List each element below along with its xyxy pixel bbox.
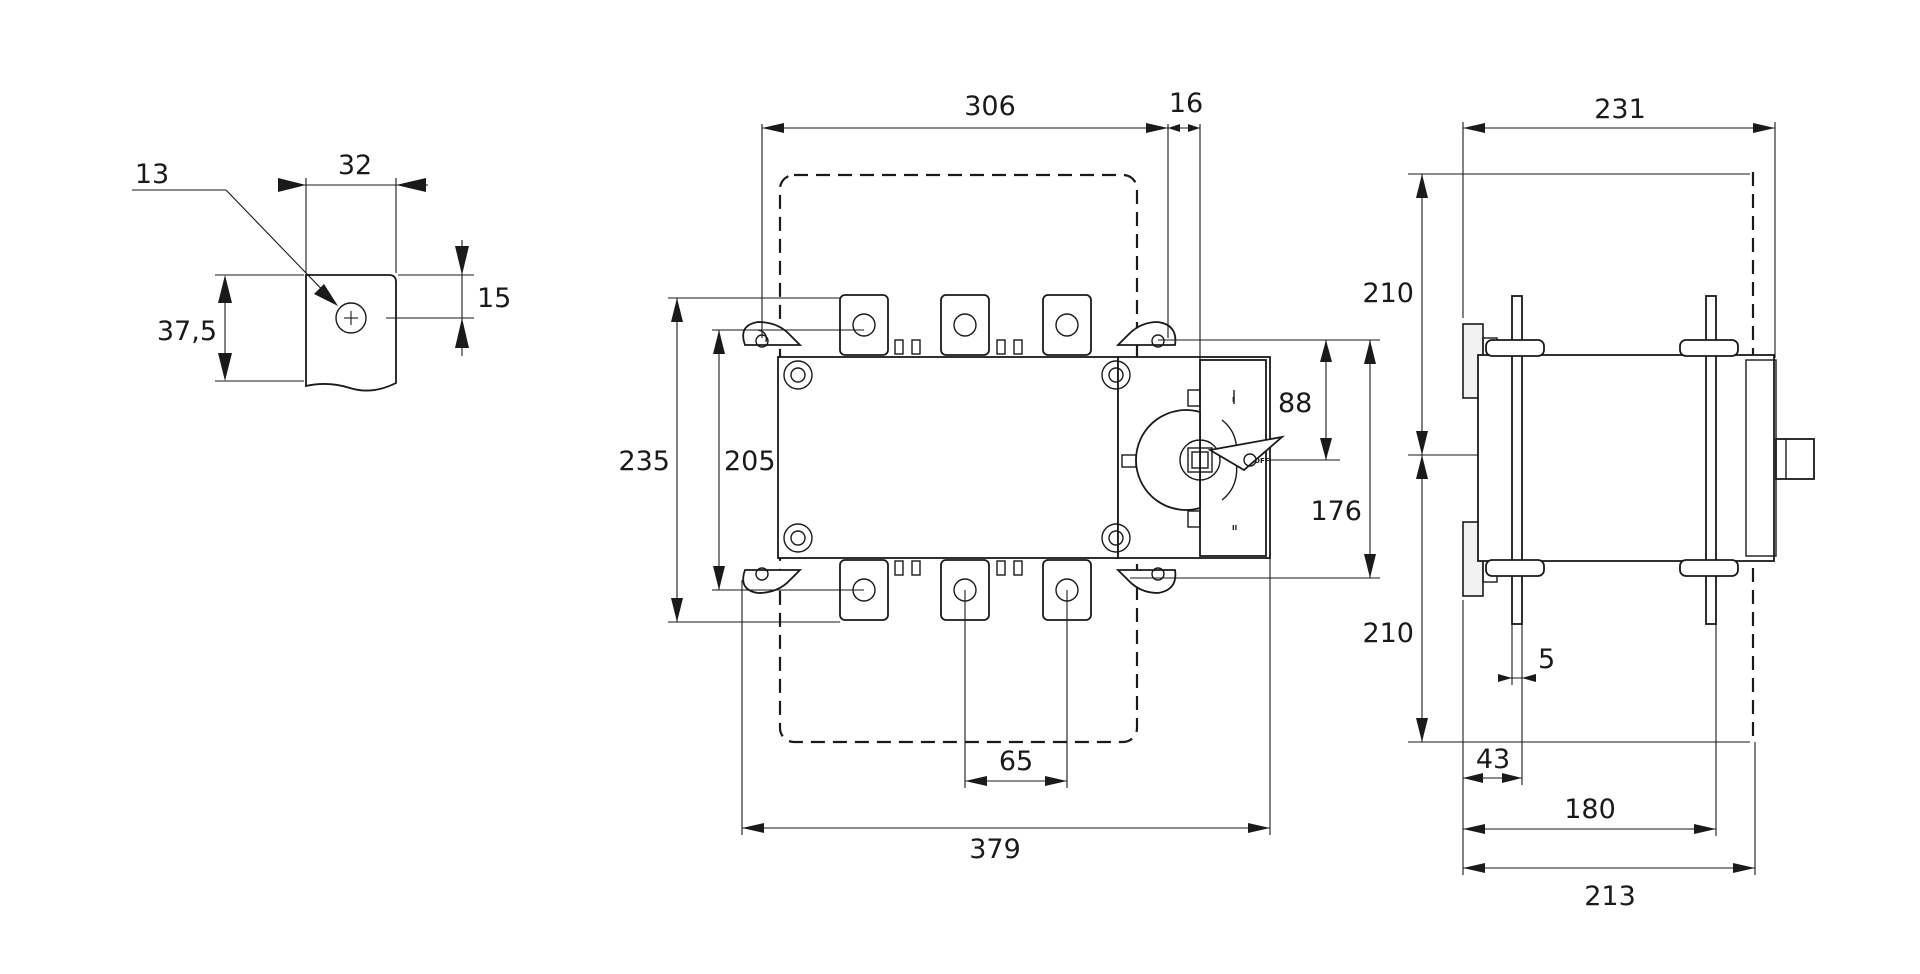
pole-clips <box>894 339 1023 576</box>
dim-306: 306 <box>964 91 1016 122</box>
dim-13: 13 <box>135 159 169 190</box>
mark-ii: II <box>1232 524 1237 532</box>
terminal-hole <box>335 302 367 334</box>
dim-43: 43 <box>1476 744 1510 775</box>
dim-210-top: 210 <box>1362 278 1414 309</box>
dim-15: 15 <box>477 283 511 314</box>
mark-i: I <box>1232 396 1235 404</box>
side-body <box>1477 354 1775 562</box>
dim-231: 231 <box>1594 94 1646 125</box>
dim-379: 379 <box>969 834 1021 865</box>
dim-235: 235 <box>618 446 670 477</box>
front-view: I II OFF 306 16 235 <box>618 88 1380 865</box>
dim-213: 213 <box>1584 881 1636 912</box>
terminals-top <box>839 294 1092 356</box>
dim-176: 176 <box>1310 496 1362 527</box>
shaft <box>1775 438 1815 480</box>
terminal-detail-view: 32 13 15 37,5 <box>132 150 511 392</box>
mark-off: OFF <box>1254 457 1270 465</box>
dim-37-5: 37,5 <box>157 316 217 347</box>
dim-16: 16 <box>1169 88 1203 119</box>
dim-88: 88 <box>1278 388 1312 419</box>
side-view: 231 210 210 5 43 180 <box>1362 94 1815 912</box>
dim-65: 65 <box>999 746 1033 777</box>
dim-32: 32 <box>338 150 372 181</box>
dim-210-bottom: 210 <box>1362 618 1414 649</box>
rotary-handle <box>1135 409 1286 511</box>
dim-5: 5 <box>1538 644 1555 675</box>
dim-180: 180 <box>1564 794 1616 825</box>
corner-screws <box>783 360 1131 553</box>
switch-body <box>777 356 1119 559</box>
dim-205: 205 <box>724 446 776 477</box>
